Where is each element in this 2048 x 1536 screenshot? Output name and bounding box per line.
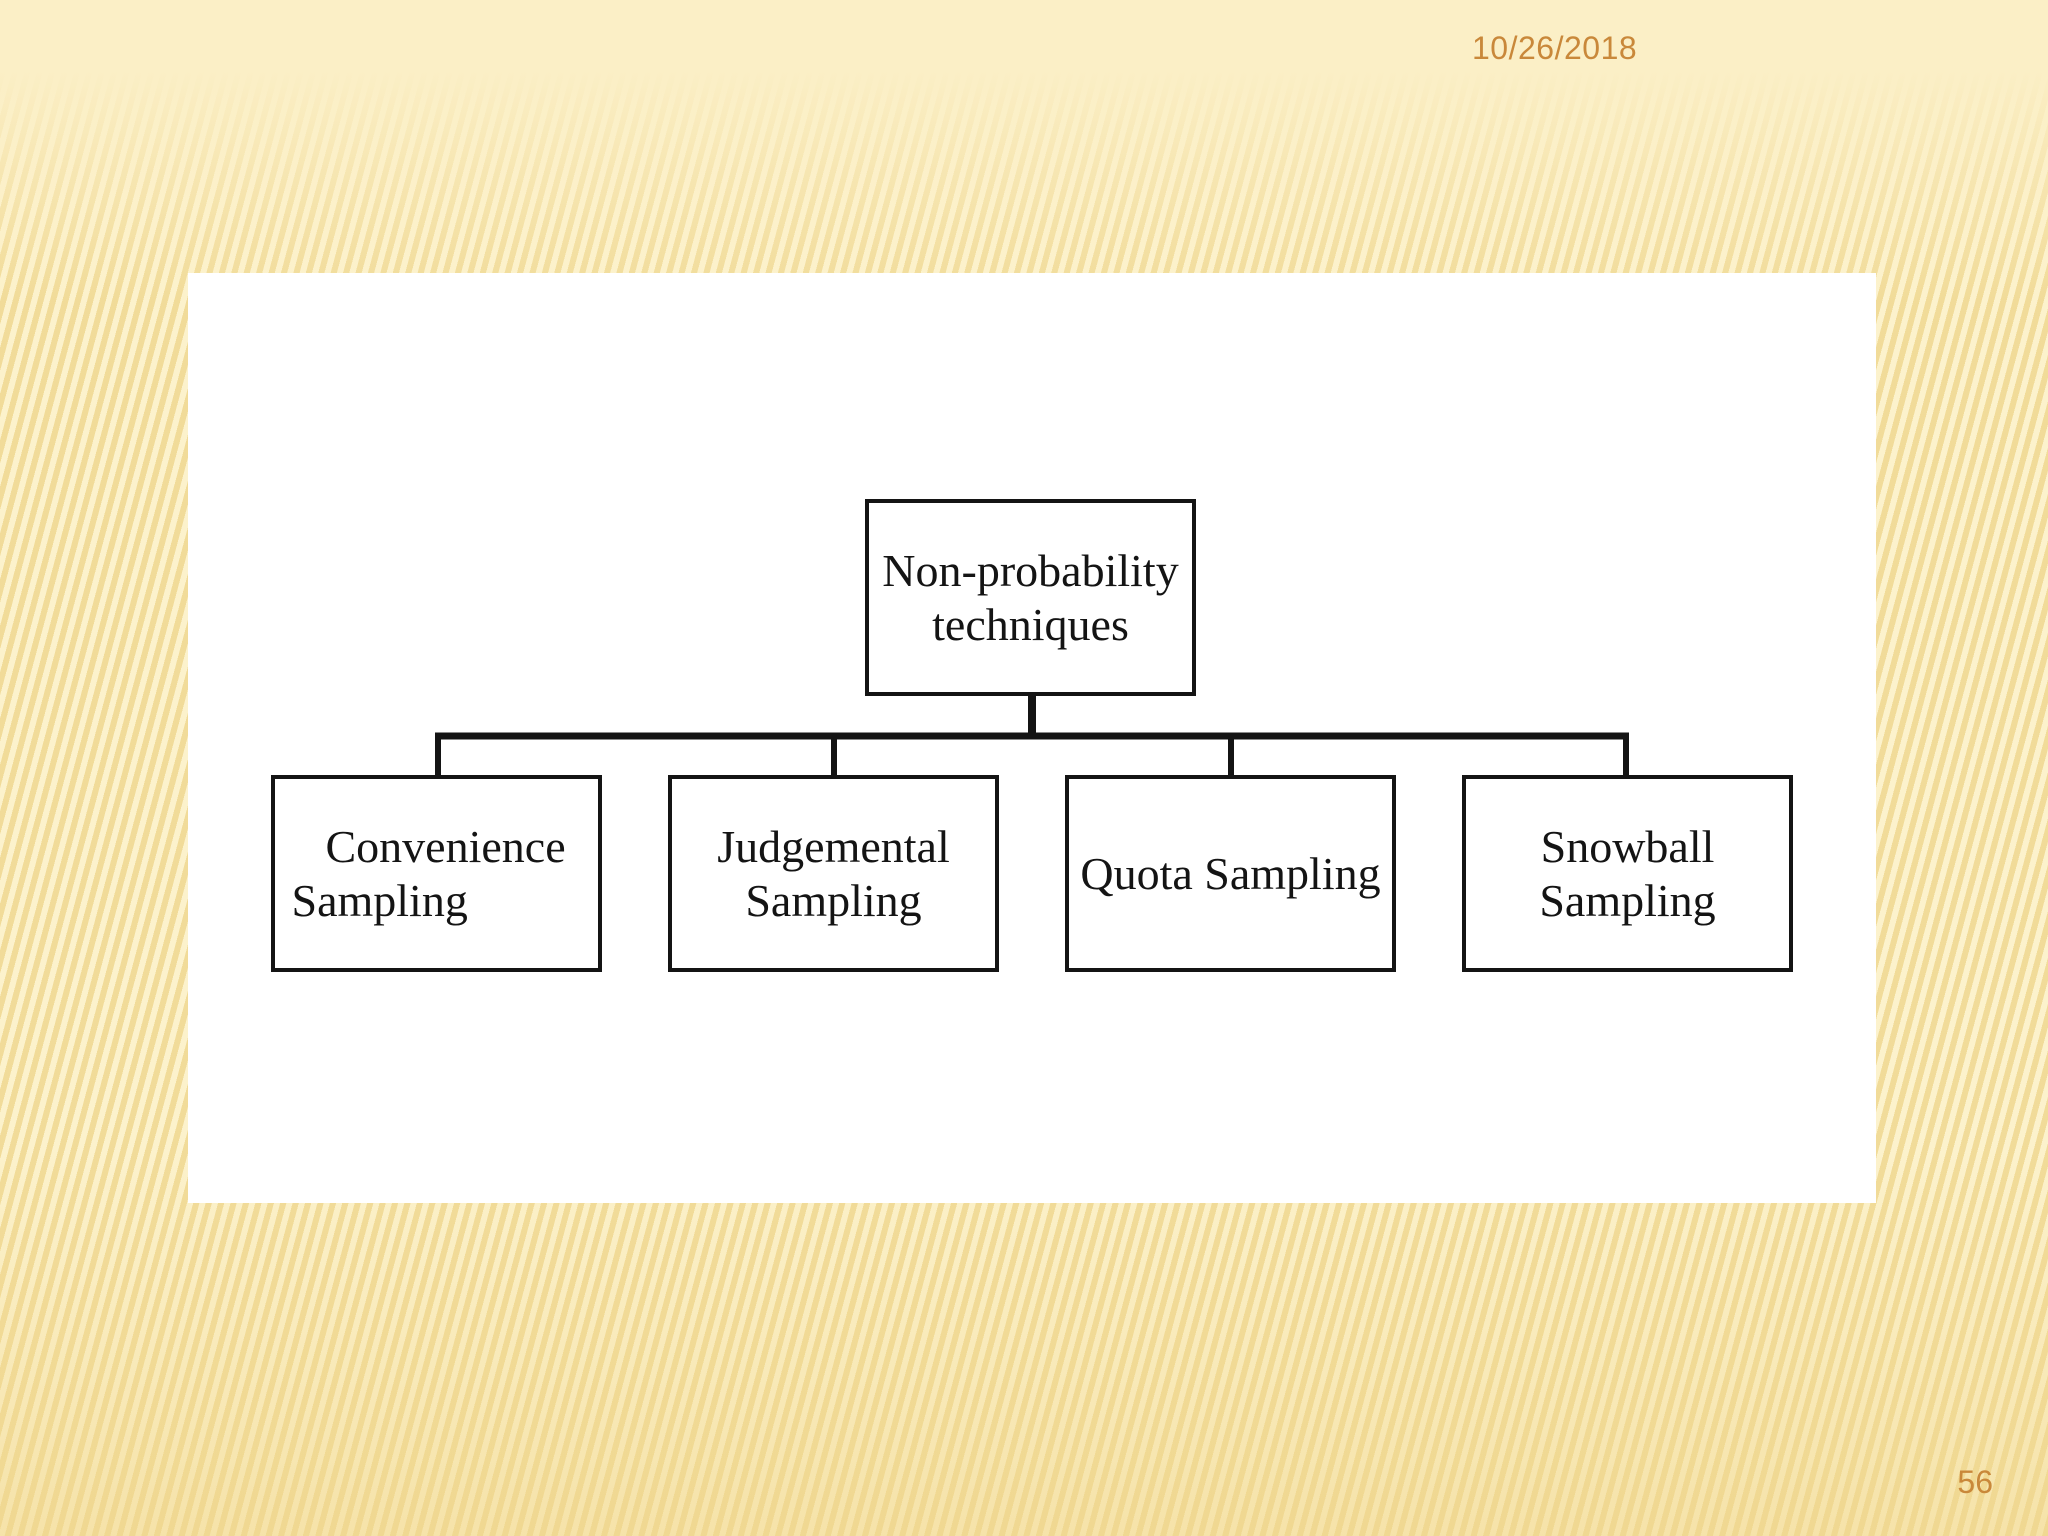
node-label: Quota Sampling (1080, 847, 1381, 899)
connector-lines (435, 696, 1629, 775)
node-convenience-sampling: Convenience Sampling (271, 775, 602, 972)
diagram-figure: Non-probability techniques Convenience S… (188, 273, 1876, 1203)
slide-number: 56 (1957, 1464, 1993, 1500)
node-judgemental-sampling: Judgemental Sampling (668, 775, 999, 972)
node-label: Snowball Sampling (1539, 820, 1716, 926)
node-non-probability-techniques: Non-probability techniques (865, 499, 1196, 696)
node-snowball-sampling: Snowball Sampling (1462, 775, 1793, 972)
node-label: Convenience Sampling (291, 820, 566, 926)
node-label: Non-probability techniques (882, 544, 1179, 650)
node-label: Judgemental Sampling (717, 820, 950, 926)
slide-date: 10/26/2018 (1472, 30, 1638, 66)
node-quota-sampling: Quota Sampling (1065, 775, 1396, 972)
